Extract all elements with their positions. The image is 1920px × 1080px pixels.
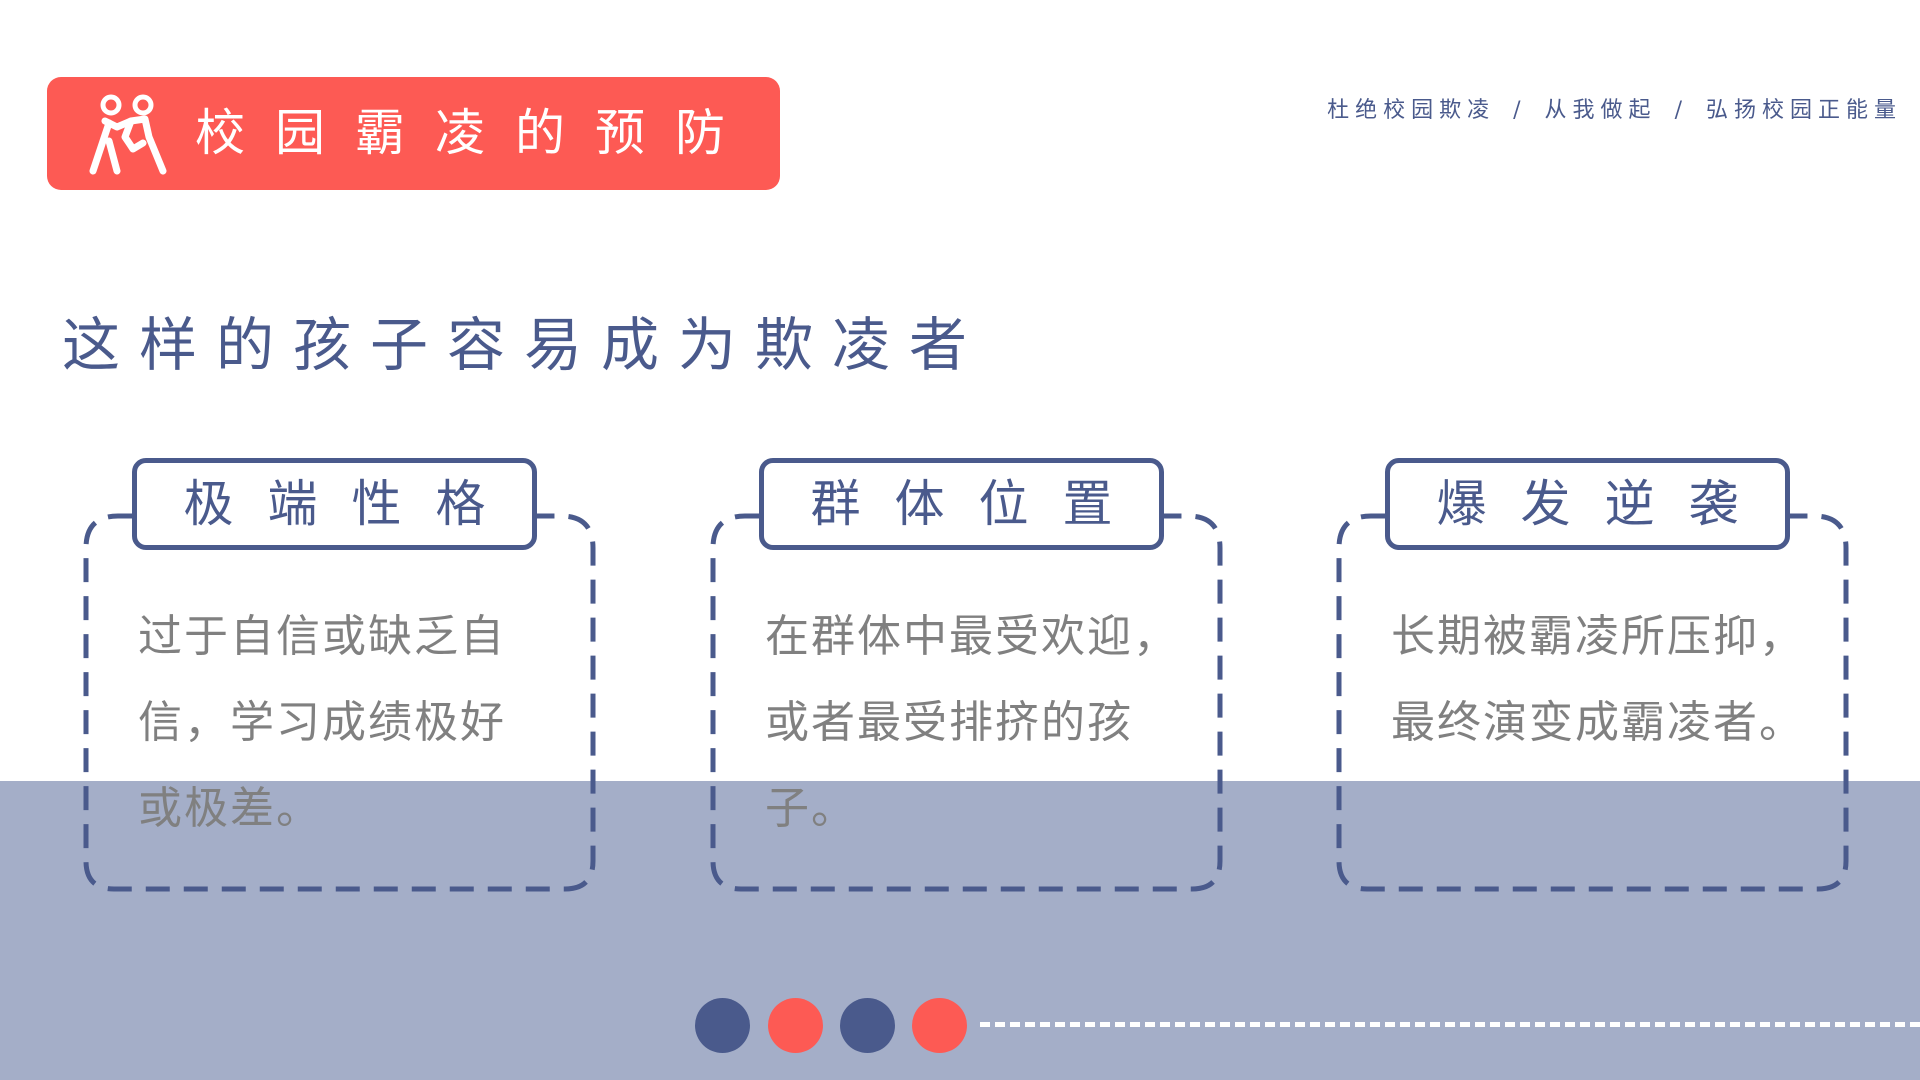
card-line: 或者最受排挤的孩 (765, 697, 1133, 748)
card-body: 过于自信或缺乏自 信，学习成绩极好 或极差。 (138, 606, 506, 864)
tagline-separator: / (1674, 98, 1688, 123)
card-body: 长期被霸凌所压抑， 最终演变成霸凌者。 (1391, 606, 1805, 778)
header-title: 校园霸凌的预防 (195, 104, 755, 162)
two-people-icon (89, 94, 167, 175)
card-line: 子。 (765, 783, 857, 834)
dashed-card-border (710, 513, 1223, 892)
dashed-divider (980, 1022, 1920, 1027)
dashed-card-border (83, 513, 596, 892)
tagline-item: 从我做起 (1544, 98, 1657, 123)
red-dot (912, 998, 967, 1053)
header-banner: 校园霸凌的预防 (47, 77, 780, 190)
page-title: 这样的孩子容易成为欺凌者 (62, 311, 987, 379)
card-line: 或极差。 (138, 783, 322, 834)
card-line: 信，学习成绩极好 (138, 697, 506, 748)
card-extreme-personality: 极端性格 过于自信或缺乏自 信，学习成绩极好 或极差。 (82, 458, 597, 893)
card-line: 最终演变成霸凌者。 (1391, 697, 1805, 748)
tagline-item: 杜绝校园欺凌 (1327, 98, 1496, 123)
card-label: 群体位置 (759, 458, 1164, 550)
card-body: 在群体中最受欢迎， 或者最受排挤的孩 子。 (765, 606, 1179, 864)
tagline-separator: / (1513, 98, 1527, 123)
card-label: 极端性格 (132, 458, 537, 550)
card-outburst-revenge: 爆发逆袭 长期被霸凌所压抑， 最终演变成霸凌者。 (1335, 458, 1850, 893)
tagline: 杜绝校园欺凌 / 从我做起 / 弘扬校园正能量 (1327, 92, 1902, 124)
card-line: 过于自信或缺乏自 (138, 611, 506, 662)
card-line: 长期被霸凌所压抑， (1391, 611, 1805, 662)
dashed-card-border (1336, 513, 1849, 892)
card-line: 在群体中最受欢迎， (765, 611, 1179, 662)
card-label: 爆发逆袭 (1385, 458, 1790, 550)
card-group-position: 群体位置 在群体中最受欢迎， 或者最受排挤的孩 子。 (709, 458, 1224, 893)
navy-dot (840, 998, 895, 1053)
navy-dot (695, 998, 750, 1053)
tagline-item: 弘扬校园正能量 (1705, 98, 1902, 123)
red-dot (768, 998, 823, 1053)
